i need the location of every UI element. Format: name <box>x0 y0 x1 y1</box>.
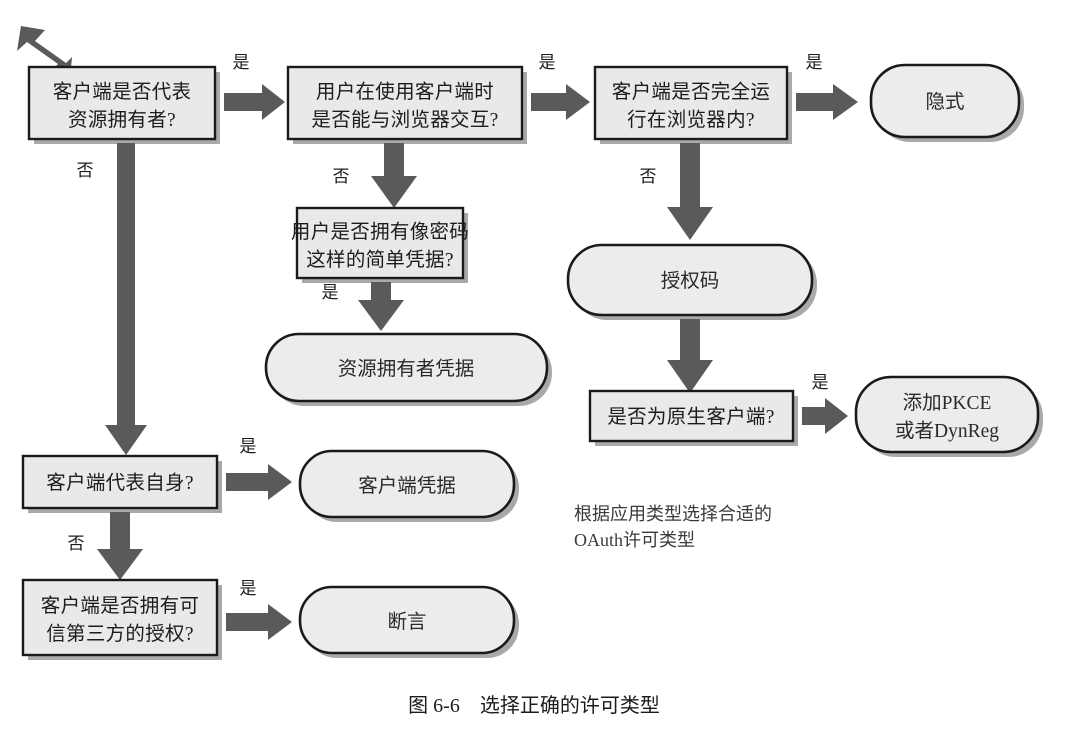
node-q6: 客户端代表自身? <box>21 454 222 513</box>
node-q7: 客户端是否拥有可 信第三方的授权? <box>21 578 222 660</box>
node-pkce-line2: 或者DynReg <box>895 420 999 442</box>
node-q3-line2: 行在浏览器内? <box>627 109 755 131</box>
node-client-credential: 客户端凭据 <box>298 449 519 522</box>
edge-label-q1-q2: 是 <box>233 53 250 72</box>
node-implicit: 隐式 <box>869 63 1024 142</box>
edge-q1-q6: 否 <box>77 143 147 455</box>
edge-q6-q7: 否 <box>68 512 143 580</box>
node-q6-label: 客户端代表自身? <box>46 472 194 494</box>
edge-label-q4-owner-cred: 是 <box>322 283 339 302</box>
edge-label-q6-client-cred: 是 <box>240 437 257 456</box>
edge-q6-client-cred: 是 <box>226 437 292 500</box>
diagram-note: 根据应用类型选择合适的 OAuth许可类型 <box>574 504 772 550</box>
node-q3: 客户端是否完全运 行在浏览器内? <box>593 65 792 144</box>
node-implicit-label: 隐式 <box>925 91 964 113</box>
node-authorization-code: 授权码 <box>566 243 817 320</box>
edge-label-q3-implicit: 是 <box>806 53 823 72</box>
edge-label-q6-q7: 否 <box>68 534 85 553</box>
node-assertion: 断言 <box>298 585 519 658</box>
edge-label-q3-authcode: 否 <box>640 167 657 186</box>
node-q4-line2: 这样的简单凭据? <box>306 249 454 271</box>
node-q4: 用户是否拥有像密码 这样的简单凭据? <box>291 206 469 283</box>
figure-caption-text: 图 6-6 选择正确的许可类型 <box>408 694 660 717</box>
edge-q1-q2: 是 <box>224 53 285 120</box>
node-q1: 客户端是否代表 资源拥有者? <box>27 65 220 144</box>
node-q2-line2: 是否能与浏览器交互? <box>311 109 498 131</box>
note-line-1: 根据应用类型选择合适的 <box>574 504 772 524</box>
edge-label-q5-pkce: 是 <box>812 373 829 392</box>
node-q7-line1: 客户端是否拥有可 <box>41 595 199 617</box>
node-owner-credential-label: 资源拥有者凭据 <box>338 358 475 380</box>
edge-q2-q3: 是 <box>531 53 590 120</box>
node-q2: 用户在使用客户端时 是否能与浏览器交互? <box>286 65 527 144</box>
node-q1-line2: 资源拥有者? <box>68 109 176 131</box>
node-authorization-code-label: 授权码 <box>661 270 720 292</box>
edge-label-q2-q3: 是 <box>539 53 556 72</box>
node-owner-credential: 资源拥有者凭据 <box>264 332 552 406</box>
edge-q7-assertion: 是 <box>226 579 292 640</box>
node-assertion-label: 断言 <box>387 611 426 633</box>
edge-authcode-q5 <box>667 319 713 393</box>
edge-label-q7-assertion: 是 <box>240 579 257 598</box>
figure-caption: 图 6-6 选择正确的许可类型 <box>408 694 660 717</box>
node-q5: 是否为原生客户端? <box>588 389 798 446</box>
node-pkce: 添加PKCE 或者DynReg <box>854 375 1043 457</box>
node-q4-line1: 用户是否拥有像密码 <box>291 221 469 243</box>
edge-label-q2-q4: 否 <box>333 167 350 186</box>
node-q7-line2: 信第三方的授权? <box>46 623 194 645</box>
node-q3-line1: 客户端是否完全运 <box>612 81 770 103</box>
node-q5-label: 是否为原生客户端? <box>607 406 774 428</box>
edge-q2-q4: 否 <box>333 143 417 208</box>
node-pkce-line1: 添加PKCE <box>903 392 992 414</box>
edge-q3-implicit: 是 <box>796 53 858 120</box>
entry-arrow-icon <box>17 26 72 79</box>
edge-q5-pkce: 是 <box>802 373 848 434</box>
edge-label-q1-q6: 否 <box>77 161 94 180</box>
edge-q4-owner-cred: 是 <box>322 282 404 331</box>
node-q2-line1: 用户在使用客户端时 <box>316 81 494 103</box>
edge-q3-authcode: 否 <box>640 143 713 240</box>
node-q1-line1: 客户端是否代表 <box>53 81 192 103</box>
note-line-2: OAuth许可类型 <box>574 530 695 550</box>
node-client-credential-label: 客户端凭据 <box>358 475 456 497</box>
